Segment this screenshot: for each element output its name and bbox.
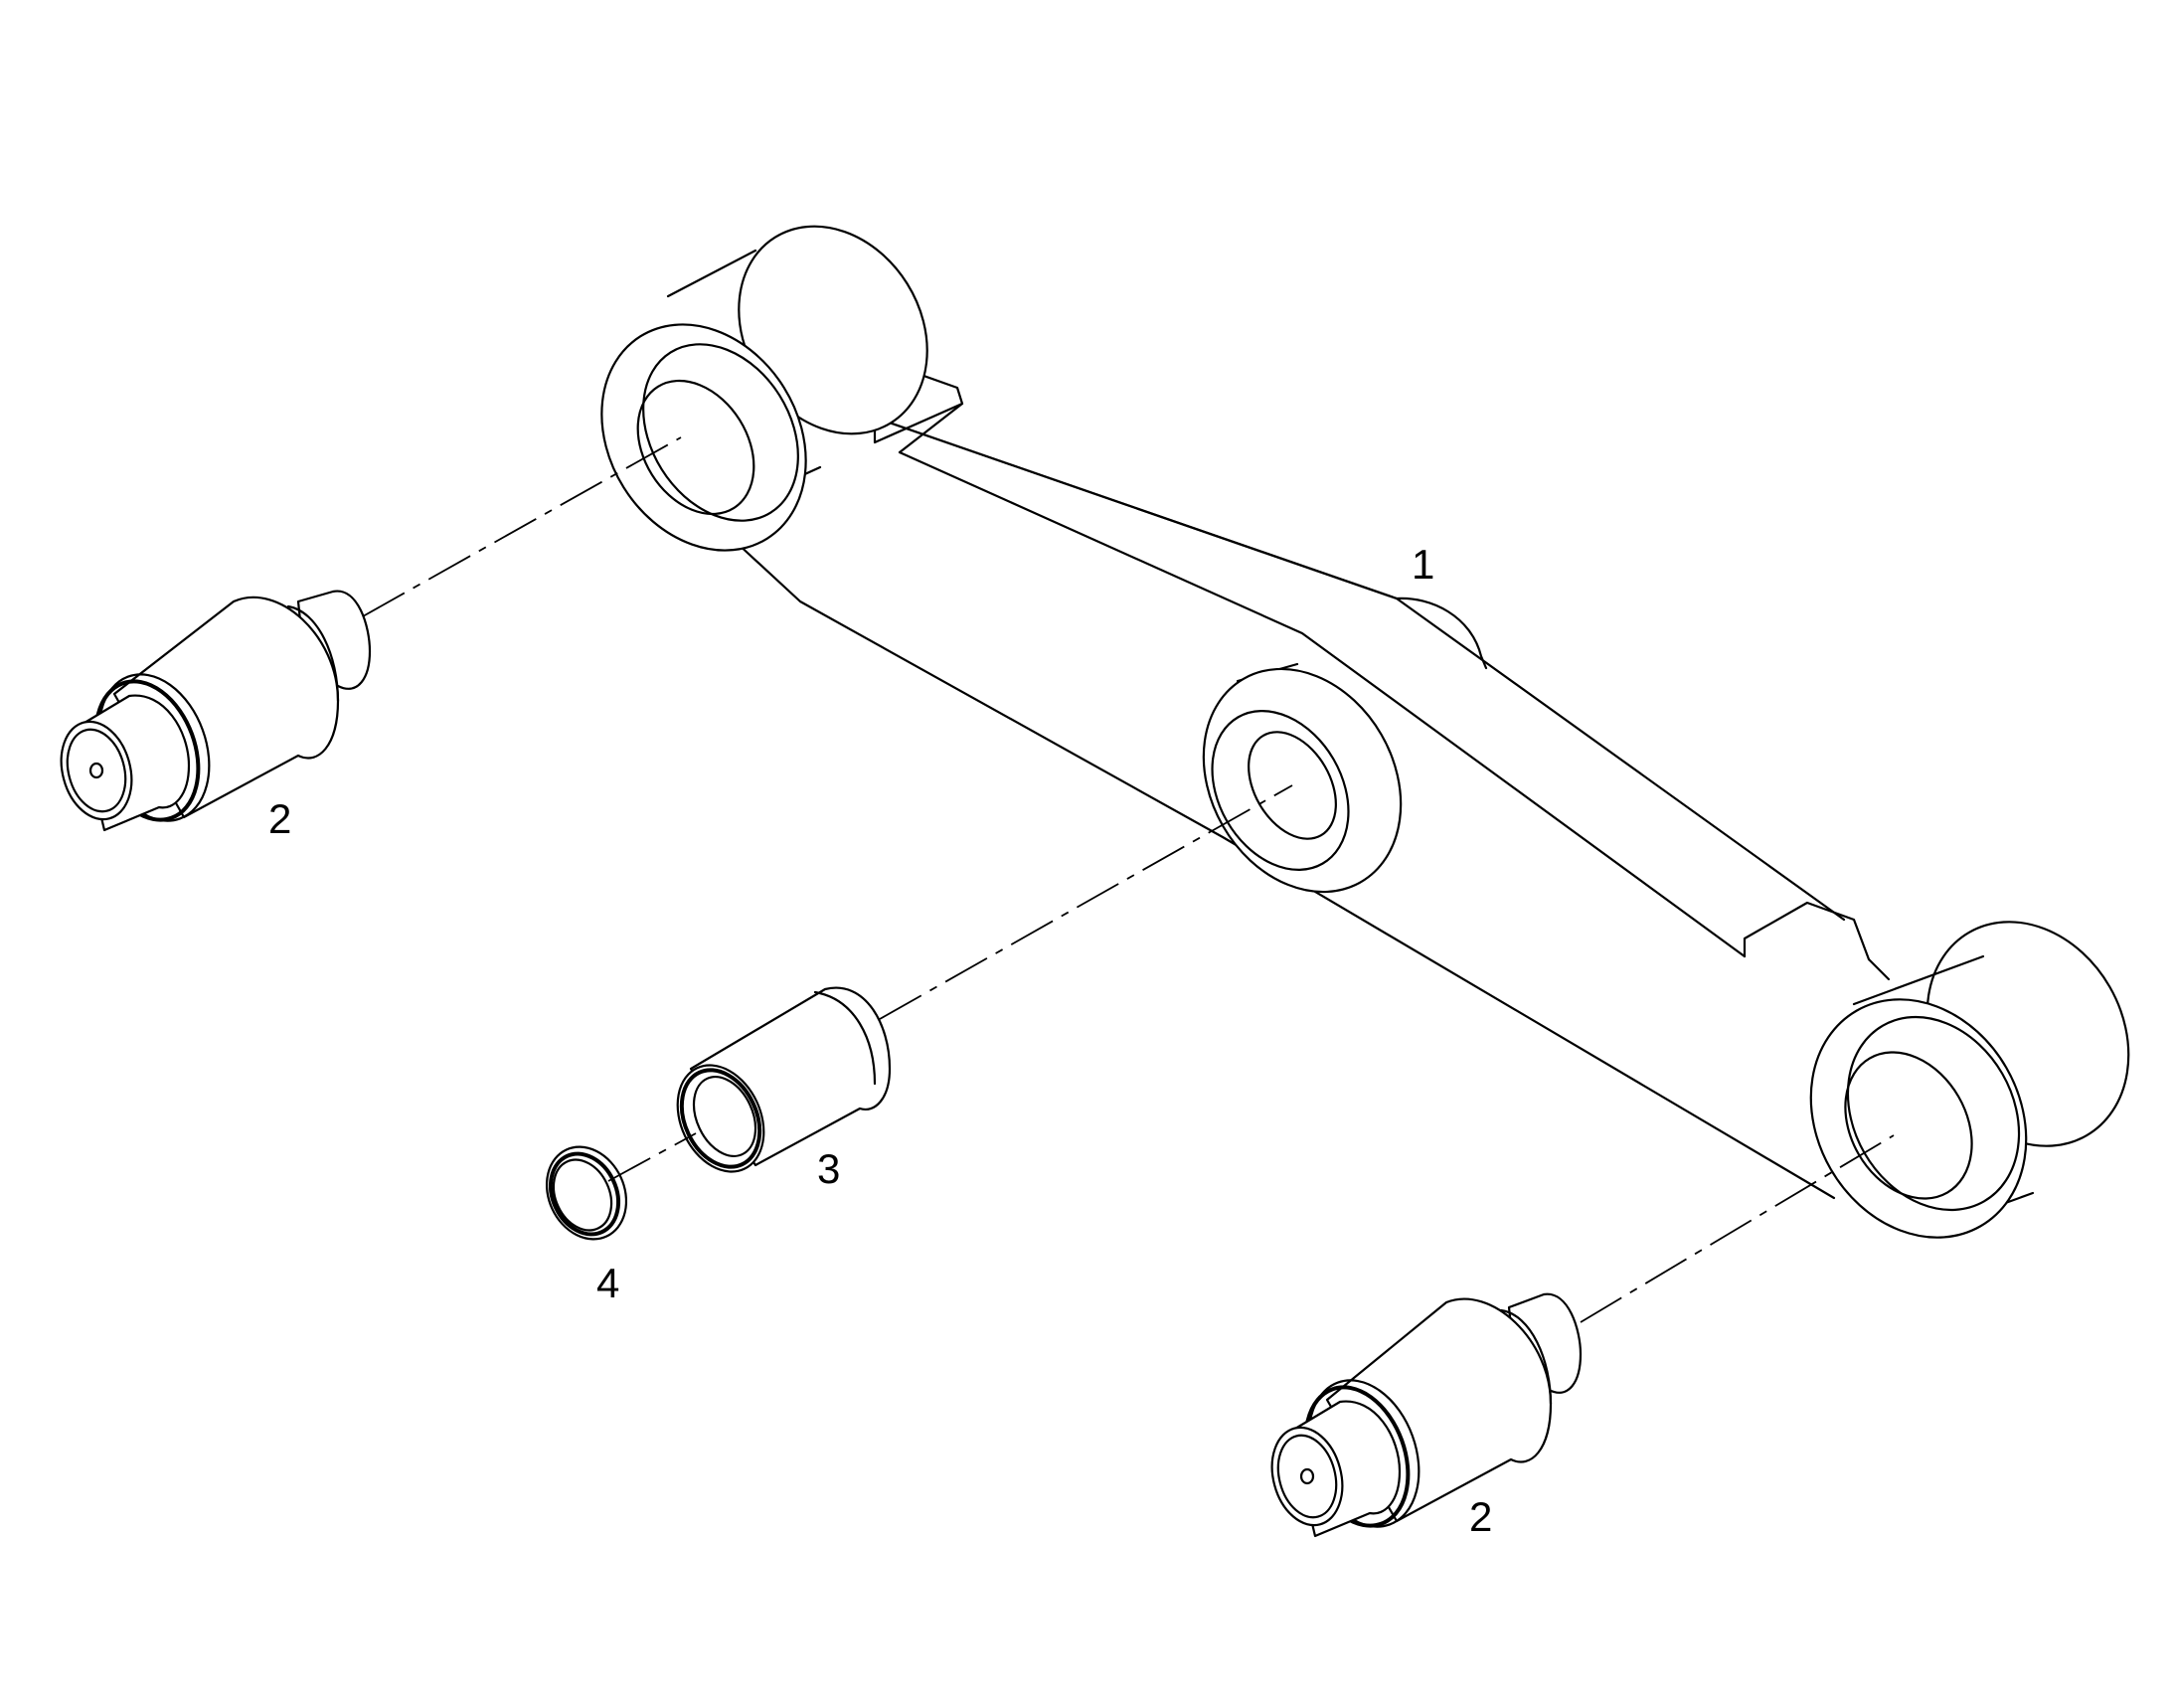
callout-link: 1 [1412,541,1434,588]
callout-pin-right: 2 [1469,1493,1492,1540]
pin-left [60,590,372,832]
pin-right [1270,1292,1583,1538]
bushing [676,986,892,1173]
callout-ring: 4 [596,1260,619,1306]
retaining-ring [545,1145,628,1241]
callout-bushing: 3 [817,1145,840,1192]
link-arm [600,225,2130,1239]
assembly-lines [362,436,1895,1323]
callout-pin-left: 2 [268,795,291,842]
